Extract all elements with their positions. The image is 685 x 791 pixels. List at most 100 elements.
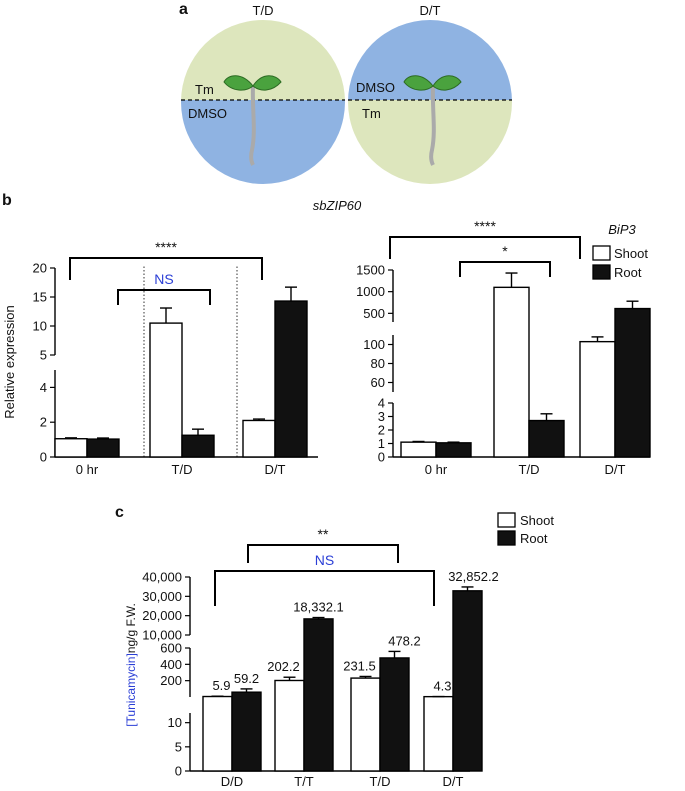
dish-right-top-label: DMSO bbox=[356, 80, 395, 95]
x-tick-label: D/T bbox=[265, 462, 286, 477]
chart3-ylabel-units: ng/g F.W. bbox=[124, 603, 138, 653]
x-tick-label: T/D bbox=[370, 774, 391, 789]
value-label: 231.5 bbox=[343, 658, 376, 673]
dish-left-bottom-label: DMSO bbox=[188, 106, 227, 121]
x-tick-label: D/D bbox=[221, 774, 243, 789]
y-tick-label: 40,000 bbox=[142, 570, 182, 585]
significance-bracket bbox=[247, 544, 399, 563]
chart-tunicamycin: 051020040060010,00020,00030,00040,0005.9… bbox=[142, 526, 499, 789]
chart2-title: BiP3 bbox=[608, 222, 636, 237]
bar-root bbox=[528, 419, 565, 458]
dish-right: D/T DMSO Tm bbox=[348, 3, 512, 184]
y-tick-label: 4 bbox=[40, 380, 47, 395]
significance-bracket bbox=[459, 261, 551, 277]
bar-root bbox=[614, 307, 651, 458]
y-tick-label: 100 bbox=[363, 337, 385, 352]
bar-shoot bbox=[274, 679, 305, 772]
bar-root bbox=[303, 618, 334, 772]
y-tick-label: 60 bbox=[371, 375, 385, 390]
value-label: 18,332.1 bbox=[293, 600, 344, 615]
value-label: 4.3 bbox=[433, 679, 451, 694]
legend-root-label: Root bbox=[520, 531, 548, 546]
legend-b: Shoot Root bbox=[592, 245, 648, 280]
value-label: 5.9 bbox=[212, 678, 230, 693]
significance-bracket bbox=[69, 257, 263, 280]
significance-label: **** bbox=[155, 239, 177, 255]
significance-label: ** bbox=[318, 526, 329, 542]
x-tick-label: D/T bbox=[443, 774, 464, 789]
root-icon bbox=[249, 84, 256, 166]
y-tick-label: 5 bbox=[175, 739, 182, 754]
legend-c: Shoot Root bbox=[497, 512, 554, 546]
y-tick-label: 600 bbox=[160, 641, 182, 656]
chart1-ylabel: Relative expression bbox=[2, 305, 17, 418]
x-tick-label: 0 hr bbox=[425, 462, 448, 477]
dish-left-top-label: Tm bbox=[195, 82, 214, 97]
y-tick-label: 10 bbox=[33, 319, 47, 334]
y-tick-label: 500 bbox=[363, 306, 385, 321]
bar-shoot bbox=[149, 322, 183, 458]
value-label: 202.2 bbox=[267, 659, 300, 674]
y-tick-label: 0 bbox=[40, 450, 47, 465]
root-icon bbox=[429, 84, 436, 166]
x-tick-label: D/T bbox=[605, 462, 626, 477]
chart3-ylabel-bracket: [Tunicamycin] bbox=[124, 653, 138, 727]
x-tick-label: T/T bbox=[294, 774, 314, 789]
y-tick-label: 200 bbox=[160, 673, 182, 688]
significance-bracket bbox=[389, 236, 581, 259]
legend-root-swatch bbox=[497, 530, 516, 546]
bar-root bbox=[86, 438, 120, 458]
value-label: 59.2 bbox=[234, 671, 259, 686]
bar-shoot bbox=[493, 286, 530, 458]
bar-root bbox=[452, 590, 483, 772]
bar-root bbox=[231, 691, 262, 772]
y-tick-label: 20 bbox=[33, 261, 47, 276]
bar-shoot bbox=[350, 677, 381, 772]
y-tick-label: 2 bbox=[40, 415, 47, 430]
legend-shoot-swatch bbox=[497, 512, 516, 528]
bar-shoot bbox=[400, 441, 437, 458]
bar-shoot bbox=[54, 438, 88, 458]
significance-label: NS bbox=[315, 552, 334, 568]
leaf-icon bbox=[432, 75, 462, 91]
value-label: 32,852.2 bbox=[448, 569, 499, 584]
significance-bracket bbox=[117, 289, 211, 305]
leaf-icon bbox=[403, 75, 434, 91]
y-tick-label: 2 bbox=[378, 423, 385, 438]
significance-label: **** bbox=[474, 218, 496, 234]
legend-shoot-label: Shoot bbox=[520, 513, 554, 528]
x-tick-label: T/D bbox=[172, 462, 193, 477]
x-tick-label: 0 hr bbox=[76, 462, 99, 477]
bar-shoot bbox=[202, 695, 233, 772]
dish-left-title: T/D bbox=[253, 3, 274, 18]
legend-root-swatch bbox=[592, 264, 611, 280]
dish-right-bottom-label: Tm bbox=[362, 106, 381, 121]
dish-right-title: D/T bbox=[420, 3, 441, 18]
y-tick-label: 3 bbox=[378, 409, 385, 424]
panel-label-b: b bbox=[2, 192, 12, 209]
y-tick-label: 0 bbox=[378, 450, 385, 465]
chart3-ylabel: [Tunicamycin]ng/g F.W. bbox=[124, 603, 138, 727]
bar-root bbox=[181, 434, 215, 458]
bar-shoot bbox=[242, 419, 276, 458]
y-tick-label: 80 bbox=[371, 356, 385, 371]
y-tick-label: 10,000 bbox=[142, 628, 182, 643]
panel-label-c: c bbox=[115, 504, 124, 521]
panel-label-a: a bbox=[179, 1, 188, 18]
dish-left: T/D Tm DMSO bbox=[181, 3, 345, 184]
y-tick-label: 4 bbox=[378, 396, 385, 411]
y-tick-label: 0 bbox=[175, 764, 182, 779]
bar-root bbox=[379, 657, 410, 772]
legend-root-label: Root bbox=[614, 265, 642, 280]
significance-bracket bbox=[214, 570, 435, 606]
y-tick-label: 1000 bbox=[356, 284, 385, 299]
y-tick-label: 5 bbox=[40, 348, 47, 363]
x-tick-label: T/D bbox=[519, 462, 540, 477]
chart1-title: sbZIP60 bbox=[313, 198, 362, 213]
y-tick-label: 10 bbox=[168, 715, 182, 730]
legend-shoot-swatch bbox=[592, 245, 611, 261]
significance-label: * bbox=[502, 243, 508, 259]
